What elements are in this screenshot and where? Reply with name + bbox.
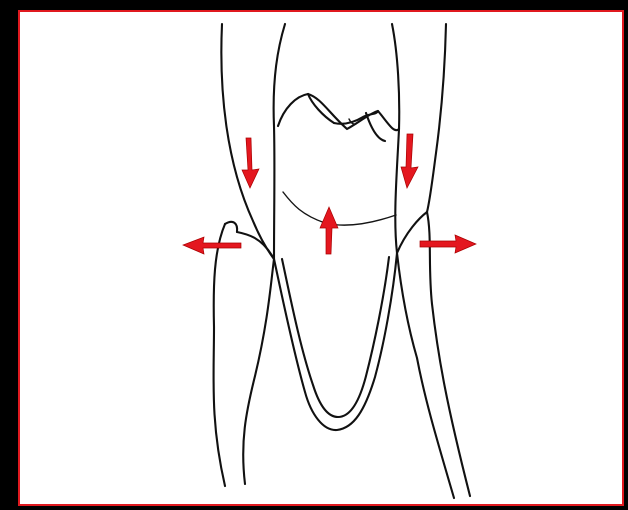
left-crest (225, 222, 237, 232)
right-inner-bone-contour (397, 212, 454, 498)
right-down-arrow (401, 134, 418, 188)
left-outer-bone-contour (214, 224, 225, 486)
right-outer-bone-contour (427, 212, 470, 496)
left-down-arrow (242, 138, 259, 188)
root-outer-outline (274, 253, 397, 430)
center-up-arrow (320, 207, 338, 254)
cementoenamel-line (283, 192, 396, 225)
crown-notch-left (308, 94, 334, 123)
diagram-panel (18, 10, 624, 506)
left-inner-bone-contour (237, 232, 274, 484)
right-outward-arrow (420, 235, 476, 253)
left-crown-edge (274, 24, 285, 259)
right-upper-guide-line (427, 24, 446, 212)
right-crown-edge (392, 24, 399, 253)
root-inner-outline (282, 257, 389, 417)
crown-top (278, 94, 399, 130)
tooth-socket-diagram (20, 12, 624, 506)
left-outward-arrow (183, 237, 241, 254)
